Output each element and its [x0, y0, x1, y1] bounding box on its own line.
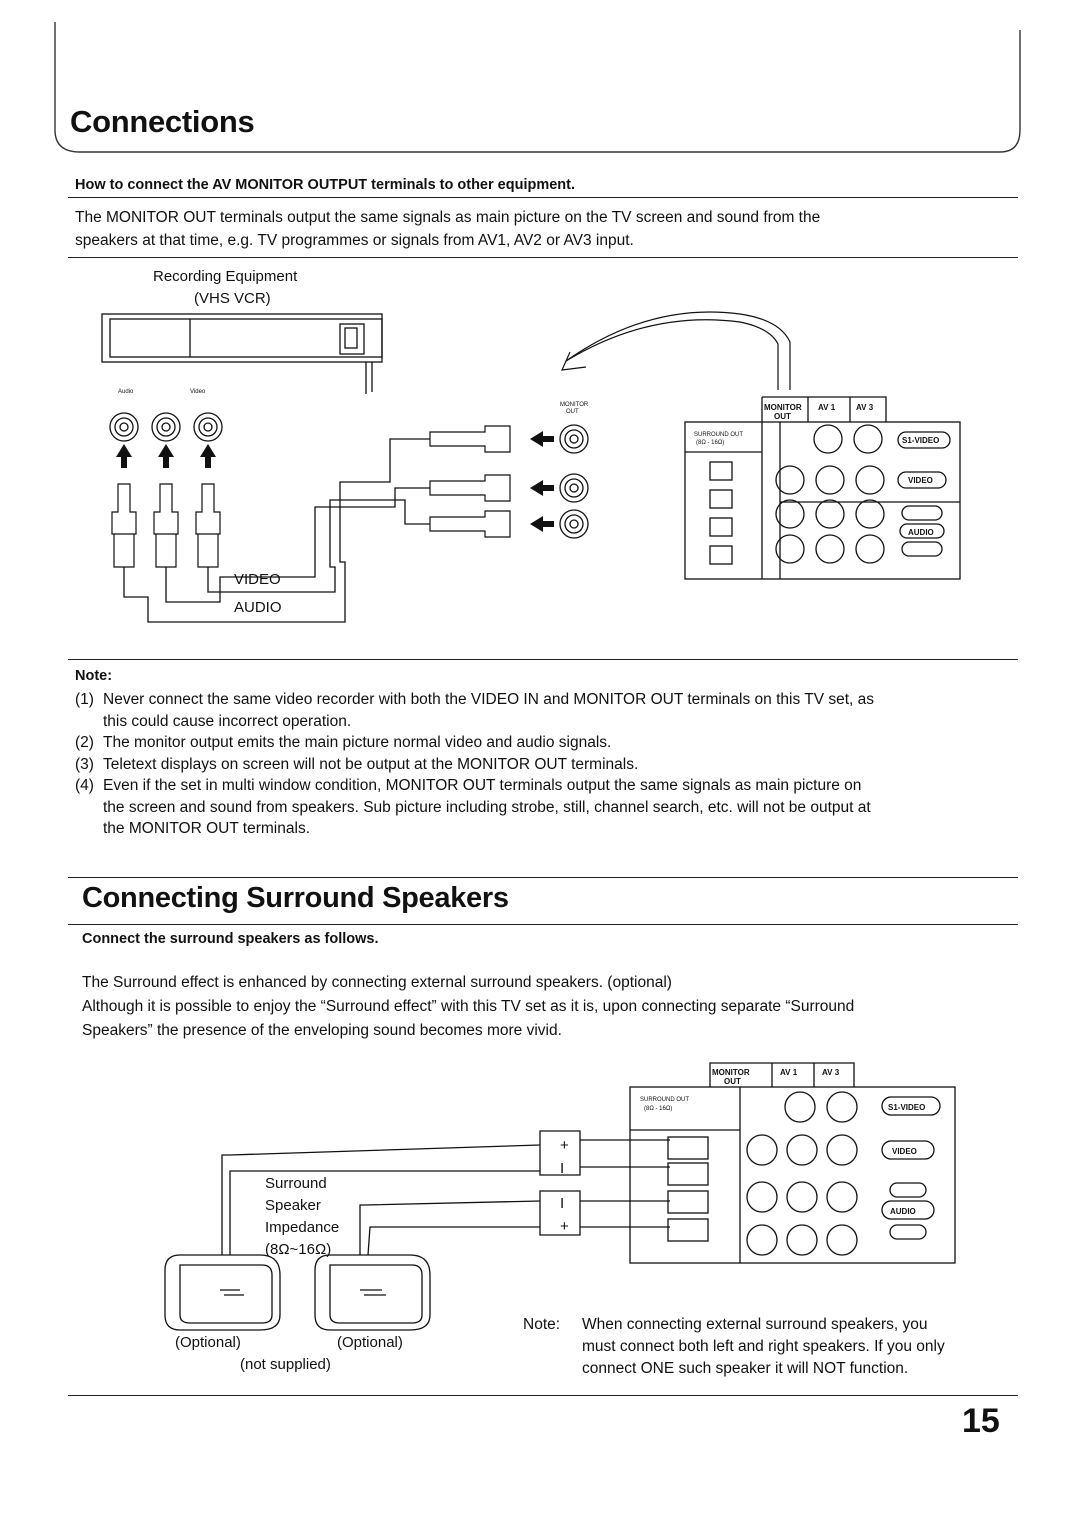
wire-plus-1: + — [560, 1137, 569, 1154]
panel-monitor: MONITOR — [764, 403, 802, 412]
intro-line-2: speakers at that time, e.g. TV programme… — [75, 232, 634, 249]
surround-intro: The Surround effect is enhanced by conne… — [82, 971, 854, 1043]
tv-rear-panel-2 — [629, 1062, 956, 1264]
panel-surround-out: SURROUND OUT — [694, 432, 743, 438]
panel-audio: AUDIO — [908, 528, 934, 537]
panel2-av1: AV 1 — [780, 1068, 798, 1077]
monitor-out-intro: The MONITOR OUT terminals output the sam… — [75, 206, 820, 252]
monitor-output-diagram: Audio Video MONITOR OUT SURROUND OUT (8Ω… — [101, 311, 961, 623]
intro-line-1: The MONITOR OUT terminals output the sam… — [75, 209, 821, 226]
vcr-audio-video-jacks — [109, 412, 223, 442]
note-heading: Note: — [75, 668, 113, 684]
not-supplied-label: (not supplied) — [240, 1356, 331, 1373]
panel2-av3: AV 3 — [822, 1068, 840, 1077]
section-title-connections: Connections — [70, 104, 255, 139]
section-subtitle-monitor-output: How to connect the AV MONITOR OUTPUT ter… — [75, 177, 576, 193]
panel-video: VIDEO — [908, 476, 933, 485]
panel2-monitor: MONITOR — [712, 1068, 750, 1077]
surround-intro-line-3: Speakers” the presence of the enveloping… — [82, 1022, 562, 1039]
notes-list: (1) Never connect the same video recorde… — [75, 689, 1025, 840]
vcr-audio-label: Audio — [118, 389, 134, 395]
panel2-s-video: S1-VIDEO — [888, 1103, 925, 1112]
vhs-vcr-label: (VHS VCR) — [194, 290, 271, 307]
section-subtitle-surround: Connect the surround speakers as follows… — [82, 931, 379, 947]
title-frame — [54, 22, 1021, 153]
speaker-impedance-label: Surround Speaker Impedance (8Ω~16Ω) — [265, 1175, 340, 1258]
wire-plus-2: + — [560, 1218, 569, 1235]
panel2-audio: AUDIO — [890, 1207, 916, 1216]
wire-minus-1: I — [560, 1160, 564, 1177]
panel2-impedance: (8Ω - 16Ω) — [644, 1106, 672, 1112]
panel-impedance: (8Ω - 16Ω) — [696, 440, 724, 446]
note-item: (4) Even if the set in multi window cond… — [75, 777, 871, 837]
panel2-surround-out: SURROUND OUT — [640, 1097, 689, 1103]
tv-rear-panel-1 — [684, 396, 961, 580]
panel-s-video: S1-VIDEO — [902, 436, 939, 445]
optional-left-label: (Optional) — [175, 1334, 241, 1351]
video-cable-label: VIDEO — [234, 571, 281, 588]
small-monitor-label: MONITOR — [560, 402, 589, 408]
section-title-surround: Connecting Surround Speakers — [82, 882, 509, 914]
speaker-right — [314, 1254, 431, 1331]
panel2-out: OUT — [724, 1077, 741, 1086]
wire-minus-2: I — [560, 1195, 564, 1212]
note-item: (3) Teletext displays on screen will not… — [75, 755, 639, 773]
surround-intro-line-1: The Surround effect is enhanced by conne… — [82, 974, 672, 991]
monitor-out-jacks — [559, 424, 589, 539]
panel-out: OUT — [774, 412, 791, 421]
optional-right-label: (Optional) — [337, 1334, 403, 1351]
note-item: (1) Never connect the same video recorde… — [75, 691, 875, 730]
recording-equipment-label: Recording Equipment — [153, 268, 298, 285]
surround-note-label: Note: — [523, 1316, 561, 1333]
surround-speaker-diagram: + I I + MONITOR OUT AV 1 AV 3 S1-VIDEO V… — [164, 1062, 956, 1331]
surround-note: When connecting external surround speake… — [582, 1316, 945, 1377]
speaker-left — [164, 1254, 281, 1331]
small-out-label: OUT — [566, 409, 579, 415]
panel-av1: AV 1 — [818, 403, 836, 412]
surround-intro-line-2: Although it is possible to enjoy the “Su… — [82, 998, 855, 1015]
panel-av3: AV 3 — [856, 403, 874, 412]
note-item: (2) The monitor output emits the main pi… — [75, 734, 612, 751]
audio-cable-label: AUDIO — [234, 599, 282, 616]
vcr-video-label: Video — [190, 389, 206, 395]
panel2-video: VIDEO — [892, 1147, 917, 1156]
page-number: 15 — [962, 1402, 1000, 1440]
